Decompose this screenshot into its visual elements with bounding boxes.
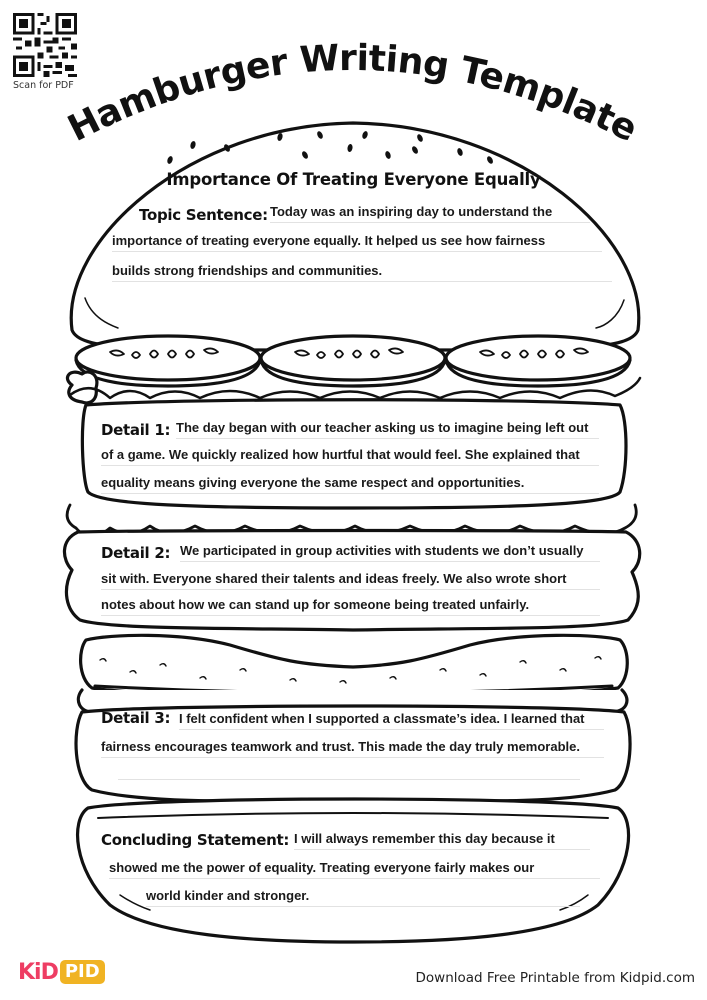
tomato-slices [74, 334, 632, 388]
detail3-line-2[interactable]: fairness encourages teamwork and trust. … [101, 739, 604, 758]
svg-text:Hamburger Writing Template: Hamburger Writing Template [62, 40, 640, 150]
kidpid-logo[interactable]: KiD PID [18, 958, 105, 986]
title-text: Hamburger Writing Template [62, 40, 640, 150]
qr-caption: Scan for PDF [13, 80, 74, 91]
detail3-line-1[interactable]: I felt confident when I supported a clas… [179, 711, 604, 730]
detail2-line-2[interactable]: sit with. Everyone shared their talents … [101, 571, 600, 590]
concluding-statement-label: Concluding Statement: [101, 831, 290, 849]
topic-line-3[interactable]: builds strong friendships and communitie… [112, 263, 612, 282]
conclusion-line-3[interactable]: world kinder and stronger. [146, 888, 580, 907]
qr-code[interactable] [13, 13, 77, 77]
detail2-line-3[interactable]: notes about how we can stand up for some… [101, 597, 600, 616]
logo-pid: PID [59, 960, 105, 984]
footer-tagline[interactable]: Download Free Printable from Kidpid.com [415, 970, 695, 986]
lettuce-top [66, 370, 99, 405]
worksheet-heading: Importance Of Treating Everyone Equally [166, 170, 541, 189]
logo-kid: KiD [18, 959, 59, 985]
detail3-layer [74, 704, 632, 804]
detail2-label: Detail 2: [101, 544, 171, 562]
conclusion-line-2[interactable]: showed me the power of equality. Treatin… [109, 860, 600, 879]
tomato-seeds [109, 347, 589, 359]
detail1-line-1[interactable]: The day began with our teacher asking us… [176, 420, 599, 439]
detail1-line-3[interactable]: equality means giving everyone the same … [101, 475, 599, 494]
detail1-layer [80, 398, 628, 510]
topic-line-2[interactable]: importance of treating everyone equally.… [112, 233, 602, 252]
topic-sentence-label: Topic Sentence: [139, 206, 268, 224]
detail3-blank-line[interactable] [118, 779, 580, 780]
sesame-seeds [167, 131, 493, 164]
topic-line-1[interactable]: Today was an inspiring day to understand… [270, 204, 590, 223]
page-title: Hamburger Writing Template [62, 40, 640, 150]
detail2-layer [62, 528, 642, 632]
conclusion-line-1[interactable]: I will always remember this day because … [294, 831, 590, 850]
detail1-line-2[interactable]: of a game. We quickly realized how hurtf… [101, 447, 599, 466]
detail3-label: Detail 3: [101, 709, 171, 727]
detail2-line-1[interactable]: We participated in group activities with… [180, 543, 600, 562]
detail1-label: Detail 1: [101, 421, 171, 439]
